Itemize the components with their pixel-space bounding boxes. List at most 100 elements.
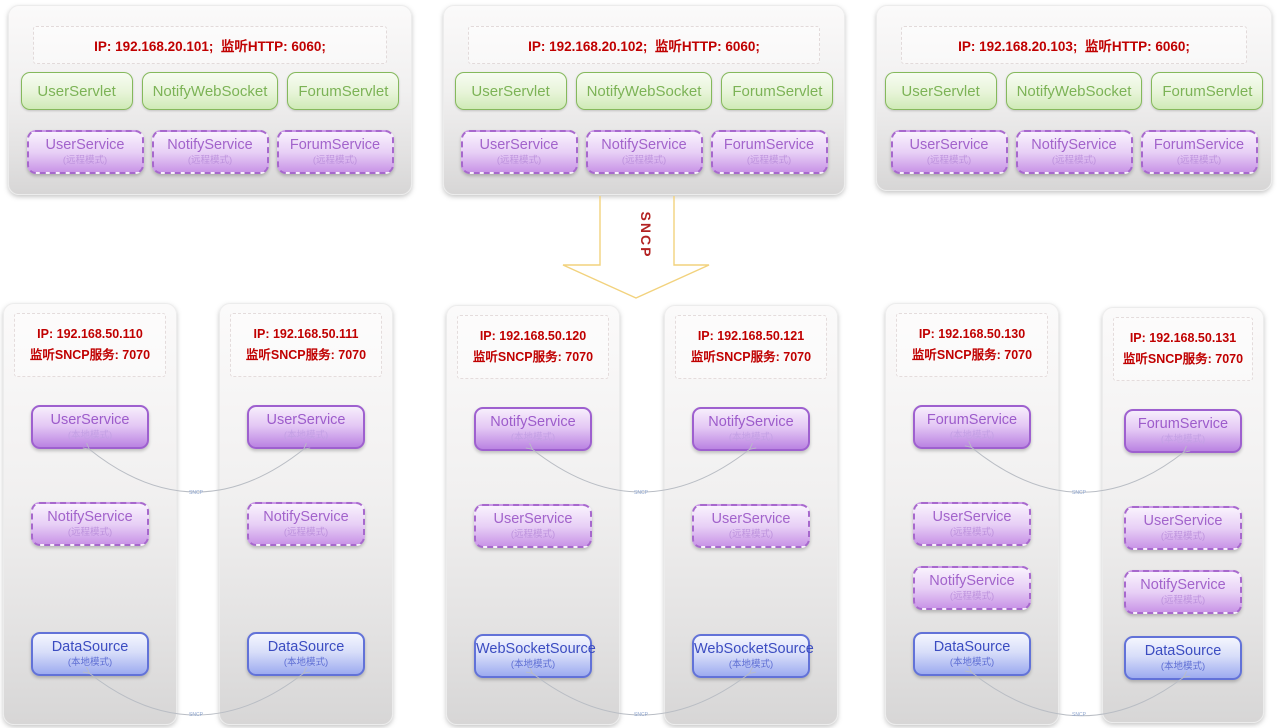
service-name: NotifyService bbox=[47, 509, 133, 525]
ip-listen-label: IP: 192.168.50.130 监听SNCP服务: 7070 bbox=[896, 313, 1048, 377]
sncp-server-node-120: IP: 192.168.50.120 监听SNCP服务: 7070 Notify… bbox=[446, 305, 620, 725]
service-name: ForumService bbox=[926, 412, 1018, 428]
ip-text: IP: 192.168.50.131 bbox=[1129, 331, 1237, 345]
ip-text: IP: 192.168.20.102; 监听HTTP: 6060; bbox=[528, 39, 760, 54]
forum-service-remote-box: ForumService (远程模式) bbox=[1140, 130, 1258, 174]
sncp-server-node-131: IP: 192.168.50.131 监听SNCP服务: 7070 ForumS… bbox=[1102, 307, 1264, 723]
user-service-remote-box: UserService (远程模式) bbox=[460, 130, 578, 174]
connector-sncp-label: SNCP bbox=[1072, 712, 1087, 718]
service-name: NotifyService bbox=[929, 573, 1015, 589]
service-mode: (远程模式) bbox=[510, 529, 556, 540]
service-name: DataSource bbox=[267, 639, 345, 655]
notify-service-remote-box: NotifyService (远程模式) bbox=[1124, 570, 1242, 614]
forum-servlet-box: ForumServlet bbox=[1151, 72, 1264, 110]
ip-text: IP: 192.168.50.110 bbox=[37, 327, 143, 341]
service-name: UserService bbox=[909, 137, 989, 153]
forum-service-remote-box: ForumService (远程模式) bbox=[276, 130, 394, 174]
service-mode: (本地模式) bbox=[67, 430, 113, 441]
port-text: 监听SNCP服务: 7070 bbox=[245, 348, 367, 362]
sncp-server-node-121: IP: 192.168.50.121 监听SNCP服务: 7070 Notify… bbox=[664, 305, 838, 725]
user-service-remote-box: UserService (远程模式) bbox=[26, 130, 144, 174]
datasource-box: DataSource (本地模式) bbox=[31, 632, 149, 676]
user-servlet-box: UserServlet bbox=[884, 72, 997, 110]
service-name: WebSocketSource bbox=[694, 641, 814, 657]
ip-listen-label: IP: 192.168.20.103; 监听HTTP: 6060; bbox=[901, 26, 1247, 64]
ip-listen-label: IP: 192.168.50.131 监听SNCP服务: 7070 bbox=[1113, 317, 1253, 381]
ip-text: IP: 192.168.50.130 bbox=[918, 327, 1026, 341]
port-text: 监听SNCP服务: 7070 bbox=[1122, 352, 1244, 366]
http-server-node-3: IP: 192.168.20.103; 监听HTTP: 6060; UserSe… bbox=[876, 5, 1272, 191]
service-mode: (远程模式) bbox=[621, 155, 667, 166]
service-name: NotifyService bbox=[490, 414, 576, 430]
ip-text: IP: 192.168.20.101; 监听HTTP: 6060; bbox=[94, 39, 326, 54]
user-service-remote-box: UserService (远程模式) bbox=[1124, 506, 1242, 550]
service-name: NotifyService bbox=[263, 509, 349, 525]
service-mode: (本地模式) bbox=[1160, 661, 1206, 672]
service-mode: (远程模式) bbox=[949, 527, 995, 538]
forum-service-local-box: ForumService (本地模式) bbox=[913, 405, 1031, 449]
ip-listen-label: IP: 192.168.50.120 监听SNCP服务: 7070 bbox=[457, 315, 609, 379]
service-name: UserService bbox=[711, 511, 791, 527]
service-mode: (远程模式) bbox=[949, 591, 995, 602]
user-service-local-box: UserService (本地模式) bbox=[31, 405, 149, 449]
forum-service-local-box: ForumService (本地模式) bbox=[1124, 409, 1242, 453]
service-mode: (远程模式) bbox=[1051, 155, 1097, 166]
connector-sncp-label: SNCP bbox=[634, 490, 649, 496]
notify-service-remote-box: NotifyService (远程模式) bbox=[1015, 130, 1133, 174]
ip-text: IP: 192.168.50.111 bbox=[253, 327, 359, 341]
service-name: UserService bbox=[50, 412, 130, 428]
connector-sncp-label: SNCP bbox=[1072, 490, 1087, 496]
service-mode: (远程模式) bbox=[67, 527, 113, 538]
service-mode: (本地模式) bbox=[510, 659, 556, 670]
port-text: 监听SNCP服务: 7070 bbox=[690, 350, 812, 364]
ip-listen-label: IP: 192.168.50.111 监听SNCP服务: 7070 bbox=[230, 313, 382, 377]
sncp-arrow bbox=[562, 196, 710, 299]
websocket-source-box: WebSocketSource (本地模式) bbox=[474, 634, 596, 678]
service-row: UserService (远程模式) NotifyService (远程模式) … bbox=[444, 130, 844, 174]
ip-text: IP: 192.168.20.103; 监听HTTP: 6060; bbox=[958, 39, 1190, 54]
service-mode: (远程模式) bbox=[283, 527, 329, 538]
service-mode: (远程模式) bbox=[62, 155, 108, 166]
connector-sncp-label: SNCP bbox=[634, 712, 649, 718]
notify-service-remote-box: NotifyService (远程模式) bbox=[247, 502, 365, 546]
service-mode: (本地模式) bbox=[510, 432, 556, 443]
service-mode: (本地模式) bbox=[283, 657, 329, 668]
user-servlet-box: UserServlet bbox=[20, 72, 133, 110]
service-name: DataSource bbox=[51, 639, 129, 655]
service-name: DataSource bbox=[933, 639, 1011, 655]
forum-service-remote-box: ForumService (远程模式) bbox=[710, 130, 828, 174]
datasource-box: DataSource (本地模式) bbox=[913, 632, 1031, 676]
service-mode: (远程模式) bbox=[312, 155, 358, 166]
service-mode: (本地模式) bbox=[283, 430, 329, 441]
connector-sncp-label: SNCP bbox=[189, 712, 204, 718]
user-service-remote-box: UserService (远程模式) bbox=[913, 502, 1031, 546]
service-mode: (远程模式) bbox=[746, 155, 792, 166]
service-mode: (远程模式) bbox=[187, 155, 233, 166]
service-name: UserService bbox=[1143, 513, 1223, 529]
service-mode: (远程模式) bbox=[1176, 155, 1222, 166]
service-mode: (本地模式) bbox=[949, 657, 995, 668]
service-name: UserService bbox=[493, 511, 573, 527]
service-mode: (远程模式) bbox=[496, 155, 542, 166]
user-service-remote-box: UserService (远程模式) bbox=[890, 130, 1008, 174]
notify-service-remote-box: NotifyService (远程模式) bbox=[31, 502, 149, 546]
notify-websocket-box: NotifyWebSocket bbox=[575, 72, 713, 110]
service-name: ForumService bbox=[1137, 416, 1229, 432]
ip-listen-label: IP: 192.168.20.102; 监听HTTP: 6060; bbox=[468, 26, 820, 64]
datasource-box: DataSource (本地模式) bbox=[1124, 636, 1242, 680]
ip-text: IP: 192.168.50.121 bbox=[697, 329, 805, 343]
sncp-server-node-110: IP: 192.168.50.110 监听SNCP服务: 7070 UserSe… bbox=[3, 303, 177, 725]
port-text: 监听SNCP服务: 7070 bbox=[472, 350, 594, 364]
connector-sncp-label: SNCP bbox=[189, 490, 204, 496]
user-servlet-box: UserServlet bbox=[454, 72, 567, 110]
service-name: ForumService bbox=[289, 137, 381, 153]
service-name: UserService bbox=[479, 137, 559, 153]
service-name: NotifyService bbox=[1140, 577, 1226, 593]
forum-servlet-box: ForumServlet bbox=[721, 72, 834, 110]
ip-listen-label: IP: 192.168.20.101; 监听HTTP: 6060; bbox=[33, 26, 387, 64]
service-mode: (本地模式) bbox=[949, 430, 995, 441]
notify-websocket-box: NotifyWebSocket bbox=[141, 72, 279, 110]
notify-service-remote-box: NotifyService (远程模式) bbox=[151, 130, 269, 174]
service-name: UserService bbox=[45, 137, 125, 153]
